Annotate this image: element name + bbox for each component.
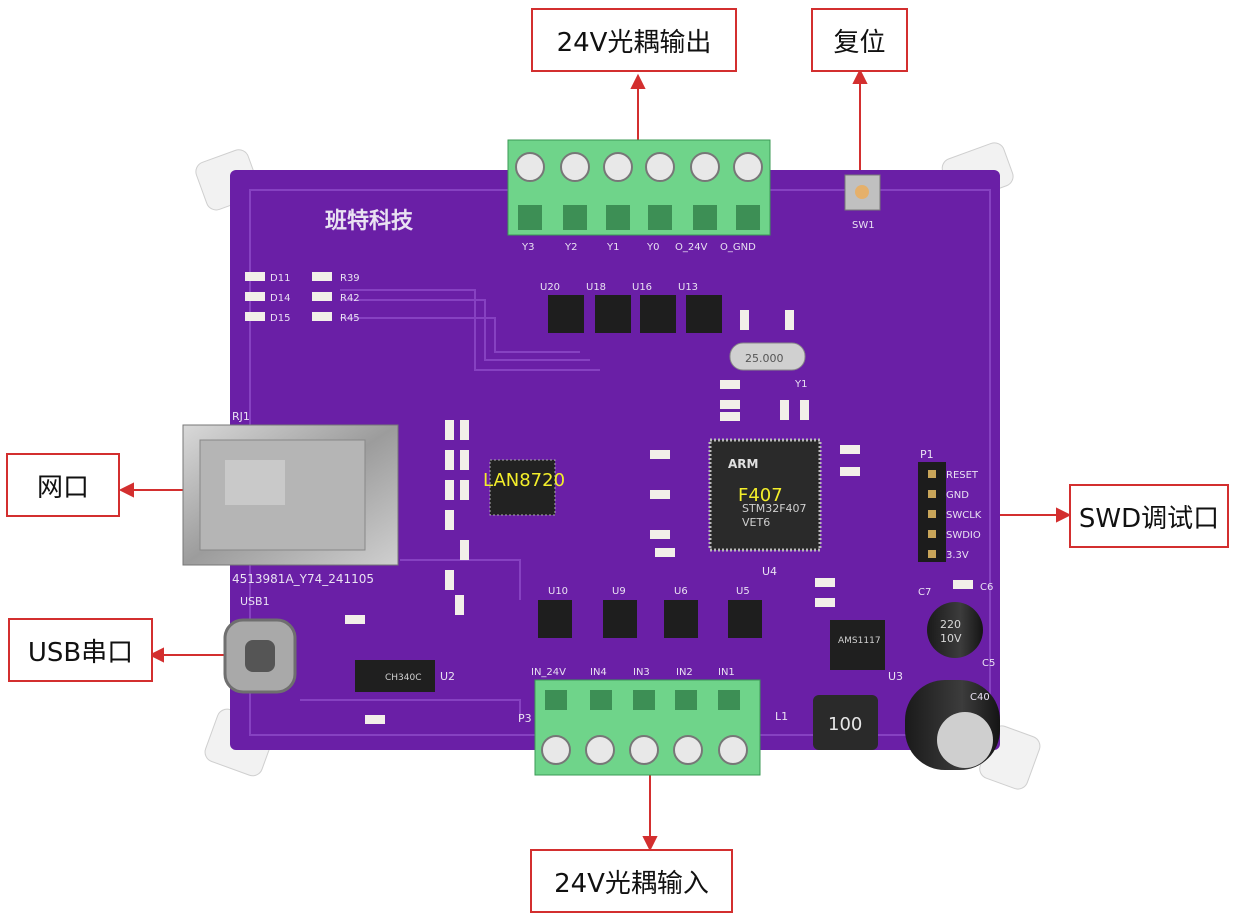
led-refdes: D14 [270, 293, 290, 304]
inductor [813, 695, 878, 750]
usb-serial-chip [355, 660, 435, 692]
callout-arrows [118, 68, 1072, 852]
pin-label: O_24V [675, 242, 708, 253]
pin-label: SWCLK [946, 510, 982, 521]
u2-refdes: U2 [440, 670, 455, 683]
opto-label: U6 [674, 586, 688, 597]
phy-chip [489, 459, 556, 516]
electrolytic-capacitors [905, 602, 1000, 770]
l1-refdes: L1 [775, 710, 788, 723]
pin-label: Y2 [564, 242, 577, 253]
cap-marking-2: 10V [940, 632, 962, 645]
mcu-chip [708, 438, 822, 552]
rj45-refdes: RJ1 [232, 410, 250, 423]
crystal-value: 25.000 [745, 352, 784, 365]
led-labels: D11 R39 D14 R42 D15 R45 [270, 273, 360, 324]
c5-refdes: C5 [982, 658, 995, 669]
resistor-refdes: R42 [340, 293, 360, 304]
callout-ethernet-port: 网口 [6, 453, 120, 517]
callout-usb-serial: USB串口 [8, 618, 153, 682]
p3-refdes: P3 [518, 712, 532, 725]
u4-refdes: U4 [762, 565, 777, 578]
company-name: 班特科技 [325, 208, 414, 234]
phy-label: LAN8720 [483, 470, 565, 491]
opto-label: U13 [678, 282, 698, 293]
regulator [830, 620, 885, 670]
output-optocouplers [548, 295, 722, 333]
regulator-marking: AMS1117 [838, 636, 881, 646]
callout-optocoupler-output: 24V光耦输出 [531, 8, 737, 72]
opto-label: U16 [632, 282, 652, 293]
pin-label: Y1 [606, 242, 619, 253]
opto-label: U20 [540, 282, 560, 293]
callout-reset: 复位 [811, 8, 908, 72]
output-pin-labels: Y3 Y2 Y1 Y0 O_24V O_GND [521, 242, 756, 253]
pin-label: RESET [946, 470, 979, 481]
pin-label: O_GND [720, 242, 756, 253]
usb-c-port [223, 618, 297, 694]
resistor-refdes: R39 [340, 273, 360, 284]
pin-label: GND [946, 490, 969, 501]
c6-refdes: C6 [980, 582, 993, 593]
pin-label: IN4 [590, 667, 607, 678]
ch340-marking: CH340C [385, 673, 422, 683]
mcu-label: F407 [738, 485, 783, 506]
usb-refdes: USB1 [240, 595, 270, 608]
c7-refdes: C7 [918, 587, 931, 598]
swd-header [918, 462, 946, 562]
c40-refdes: C40 [970, 692, 990, 703]
pin-label: SWDIO [946, 530, 981, 541]
mcu-marking-2: VET6 [742, 516, 770, 529]
pin-label: IN_24V [531, 667, 566, 678]
inductor-value: 100 [828, 714, 862, 735]
pin-label: Y3 [521, 242, 534, 253]
pin-label: Y0 [646, 242, 659, 253]
pin-label: 3.3V [946, 550, 969, 561]
led-refdes: D15 [270, 313, 290, 324]
output-terminal-block [507, 139, 771, 236]
rj45-jack [182, 424, 399, 566]
mcu-marking: STM32F407 [742, 502, 807, 515]
switch-refdes: SW1 [852, 220, 875, 231]
board-id: 4513981A_Y74_241105 [232, 572, 374, 586]
smd-passives [245, 272, 973, 724]
input-optocouplers [538, 600, 762, 638]
swd-pin-labels: RESET GND SWCLK SWDIO 3.3V [946, 470, 982, 561]
p1-refdes: P1 [920, 448, 934, 461]
callout-optocoupler-input: 24V光耦输入 [530, 849, 733, 913]
opto-label: U5 [736, 586, 750, 597]
opto-label: U9 [612, 586, 626, 597]
reset-switch [844, 174, 881, 211]
led-refdes: D11 [270, 273, 290, 284]
callout-swd-debug: SWD调试口 [1069, 484, 1229, 548]
opto-label: U18 [586, 282, 606, 293]
opto-refdes: U20 U18 U16 U13 U10 U9 U6 U5 [540, 282, 750, 597]
pcb-board [230, 170, 1000, 750]
u3-refdes: U3 [888, 670, 903, 683]
pin-label: IN3 [633, 667, 650, 678]
resistor-refdes: R45 [340, 313, 360, 324]
pin-label: IN2 [676, 667, 693, 678]
pin-label: IN1 [718, 667, 735, 678]
y1-refdes: Y1 [794, 379, 807, 390]
cap-marking: 220 [940, 618, 961, 631]
opto-label: U10 [548, 586, 568, 597]
crystal [729, 342, 806, 371]
input-terminal-block [534, 679, 761, 776]
input-pin-labels: IN_24V IN4 IN3 IN2 IN1 [531, 667, 735, 678]
arm-logo: ARM [728, 457, 758, 471]
